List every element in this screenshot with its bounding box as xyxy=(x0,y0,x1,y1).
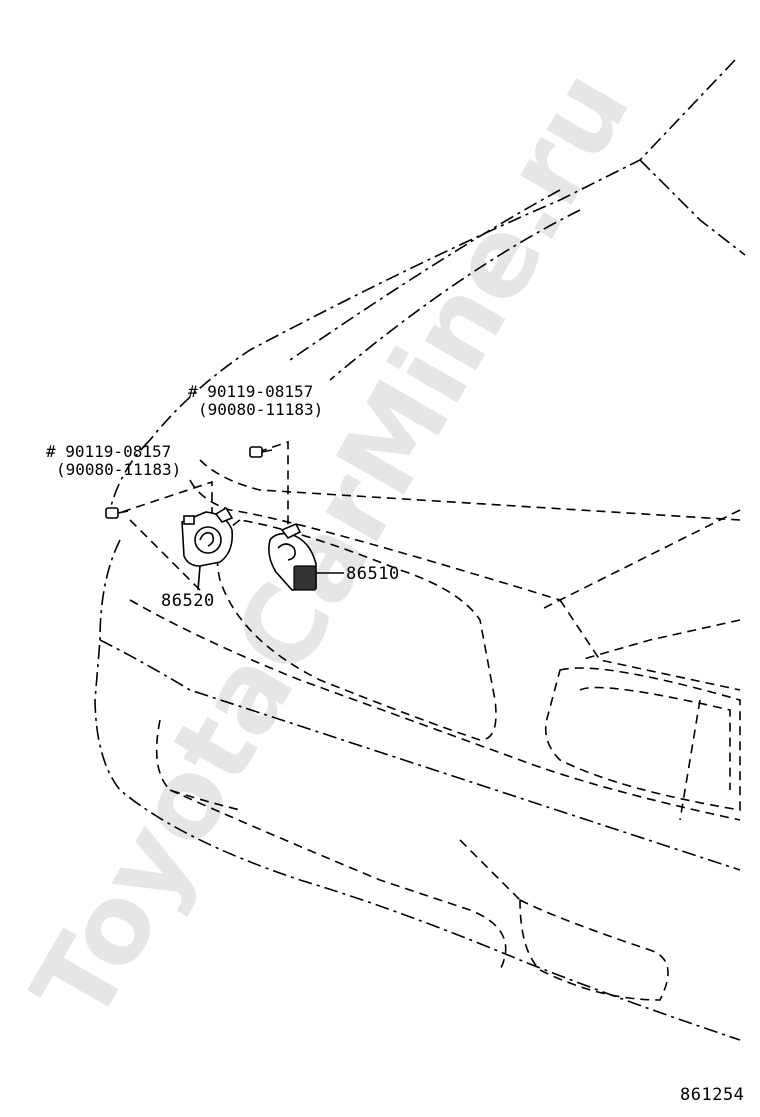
horn-low-icon xyxy=(181,506,234,567)
diagram-id: 861254 xyxy=(680,1085,744,1105)
car-body-outline xyxy=(94,59,746,1041)
bolt-right-part-number: # 90119-08157 xyxy=(188,382,313,401)
watermark: ToyotaCarMine.ru xyxy=(9,51,654,1043)
horn-high-part-number: 86510 xyxy=(346,564,400,584)
leader-86520 xyxy=(197,565,201,591)
bolt-left-alt-number: (90080-11183) xyxy=(56,460,181,479)
bolt-right-alt-number: (90080-11183) xyxy=(198,400,323,419)
bolt-left-icon xyxy=(105,507,129,519)
bolt-right-icon xyxy=(249,446,273,458)
horn-low-part-number: 86520 xyxy=(161,591,215,611)
horn-high-icon xyxy=(268,522,317,591)
bolt-left-part-number: # 90119-08157 xyxy=(46,442,171,461)
